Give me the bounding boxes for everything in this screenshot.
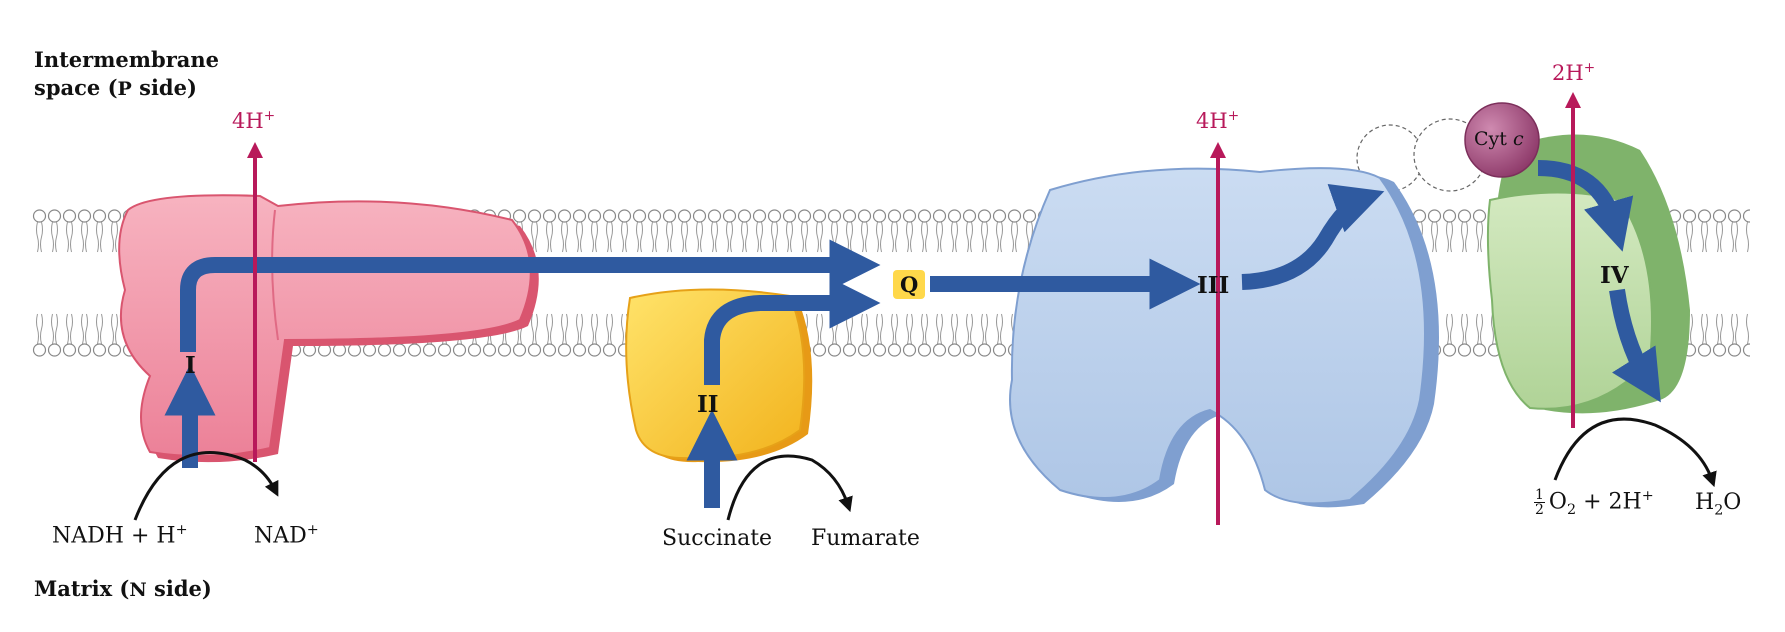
intermembrane-space-label: Intermembrane space (P side) bbox=[34, 47, 220, 100]
electron-arrow-iv-to-o2 bbox=[1609, 288, 1661, 403]
complex-iii bbox=[1009, 167, 1439, 508]
succinate-reaction-arrow bbox=[726, 454, 853, 521]
complex-i-label: I bbox=[185, 352, 196, 379]
proton-label-complex-iv: 2H+ bbox=[1552, 60, 1596, 85]
electron-arrow-cyt-to-iv bbox=[1537, 160, 1634, 252]
ubiquinone-q-label: Q bbox=[893, 270, 926, 299]
p-side-letter: P bbox=[117, 78, 132, 100]
matrix-label: Matrix (N side) bbox=[34, 576, 212, 601]
complex-iv-label: IV bbox=[1600, 262, 1629, 289]
electron-arrow-ii-to-q bbox=[704, 277, 881, 385]
electron-arrow-i-to-q bbox=[180, 239, 881, 352]
cyt-c-label: Cyt c bbox=[1474, 128, 1524, 150]
complex-iii-label: III bbox=[1197, 272, 1230, 299]
proton-pump-arrows bbox=[247, 92, 1581, 525]
electron-arrow-iii-to-cyt bbox=[1241, 184, 1385, 290]
nad-label: NAD+ bbox=[254, 522, 319, 549]
cyt-c-sphere bbox=[1464, 102, 1540, 178]
water-label: H2O bbox=[1695, 490, 1742, 519]
fumarate-label: Fumarate bbox=[811, 526, 920, 551]
proton-label-complex-iii: 4H+ bbox=[1196, 108, 1240, 133]
complex-ii-label: II bbox=[697, 391, 719, 418]
nadh-label: NADH + H+ bbox=[52, 522, 188, 549]
electron-paths bbox=[164, 160, 1661, 508]
succinate-label: Succinate bbox=[662, 526, 773, 551]
oxygen-reaction-arrow bbox=[1553, 417, 1717, 488]
reaction-curves bbox=[133, 417, 1717, 521]
nadh-reaction-arrow bbox=[133, 451, 279, 521]
proton-label-complex-i: 4H+ bbox=[232, 108, 276, 133]
n-side-letter: N bbox=[129, 579, 147, 601]
